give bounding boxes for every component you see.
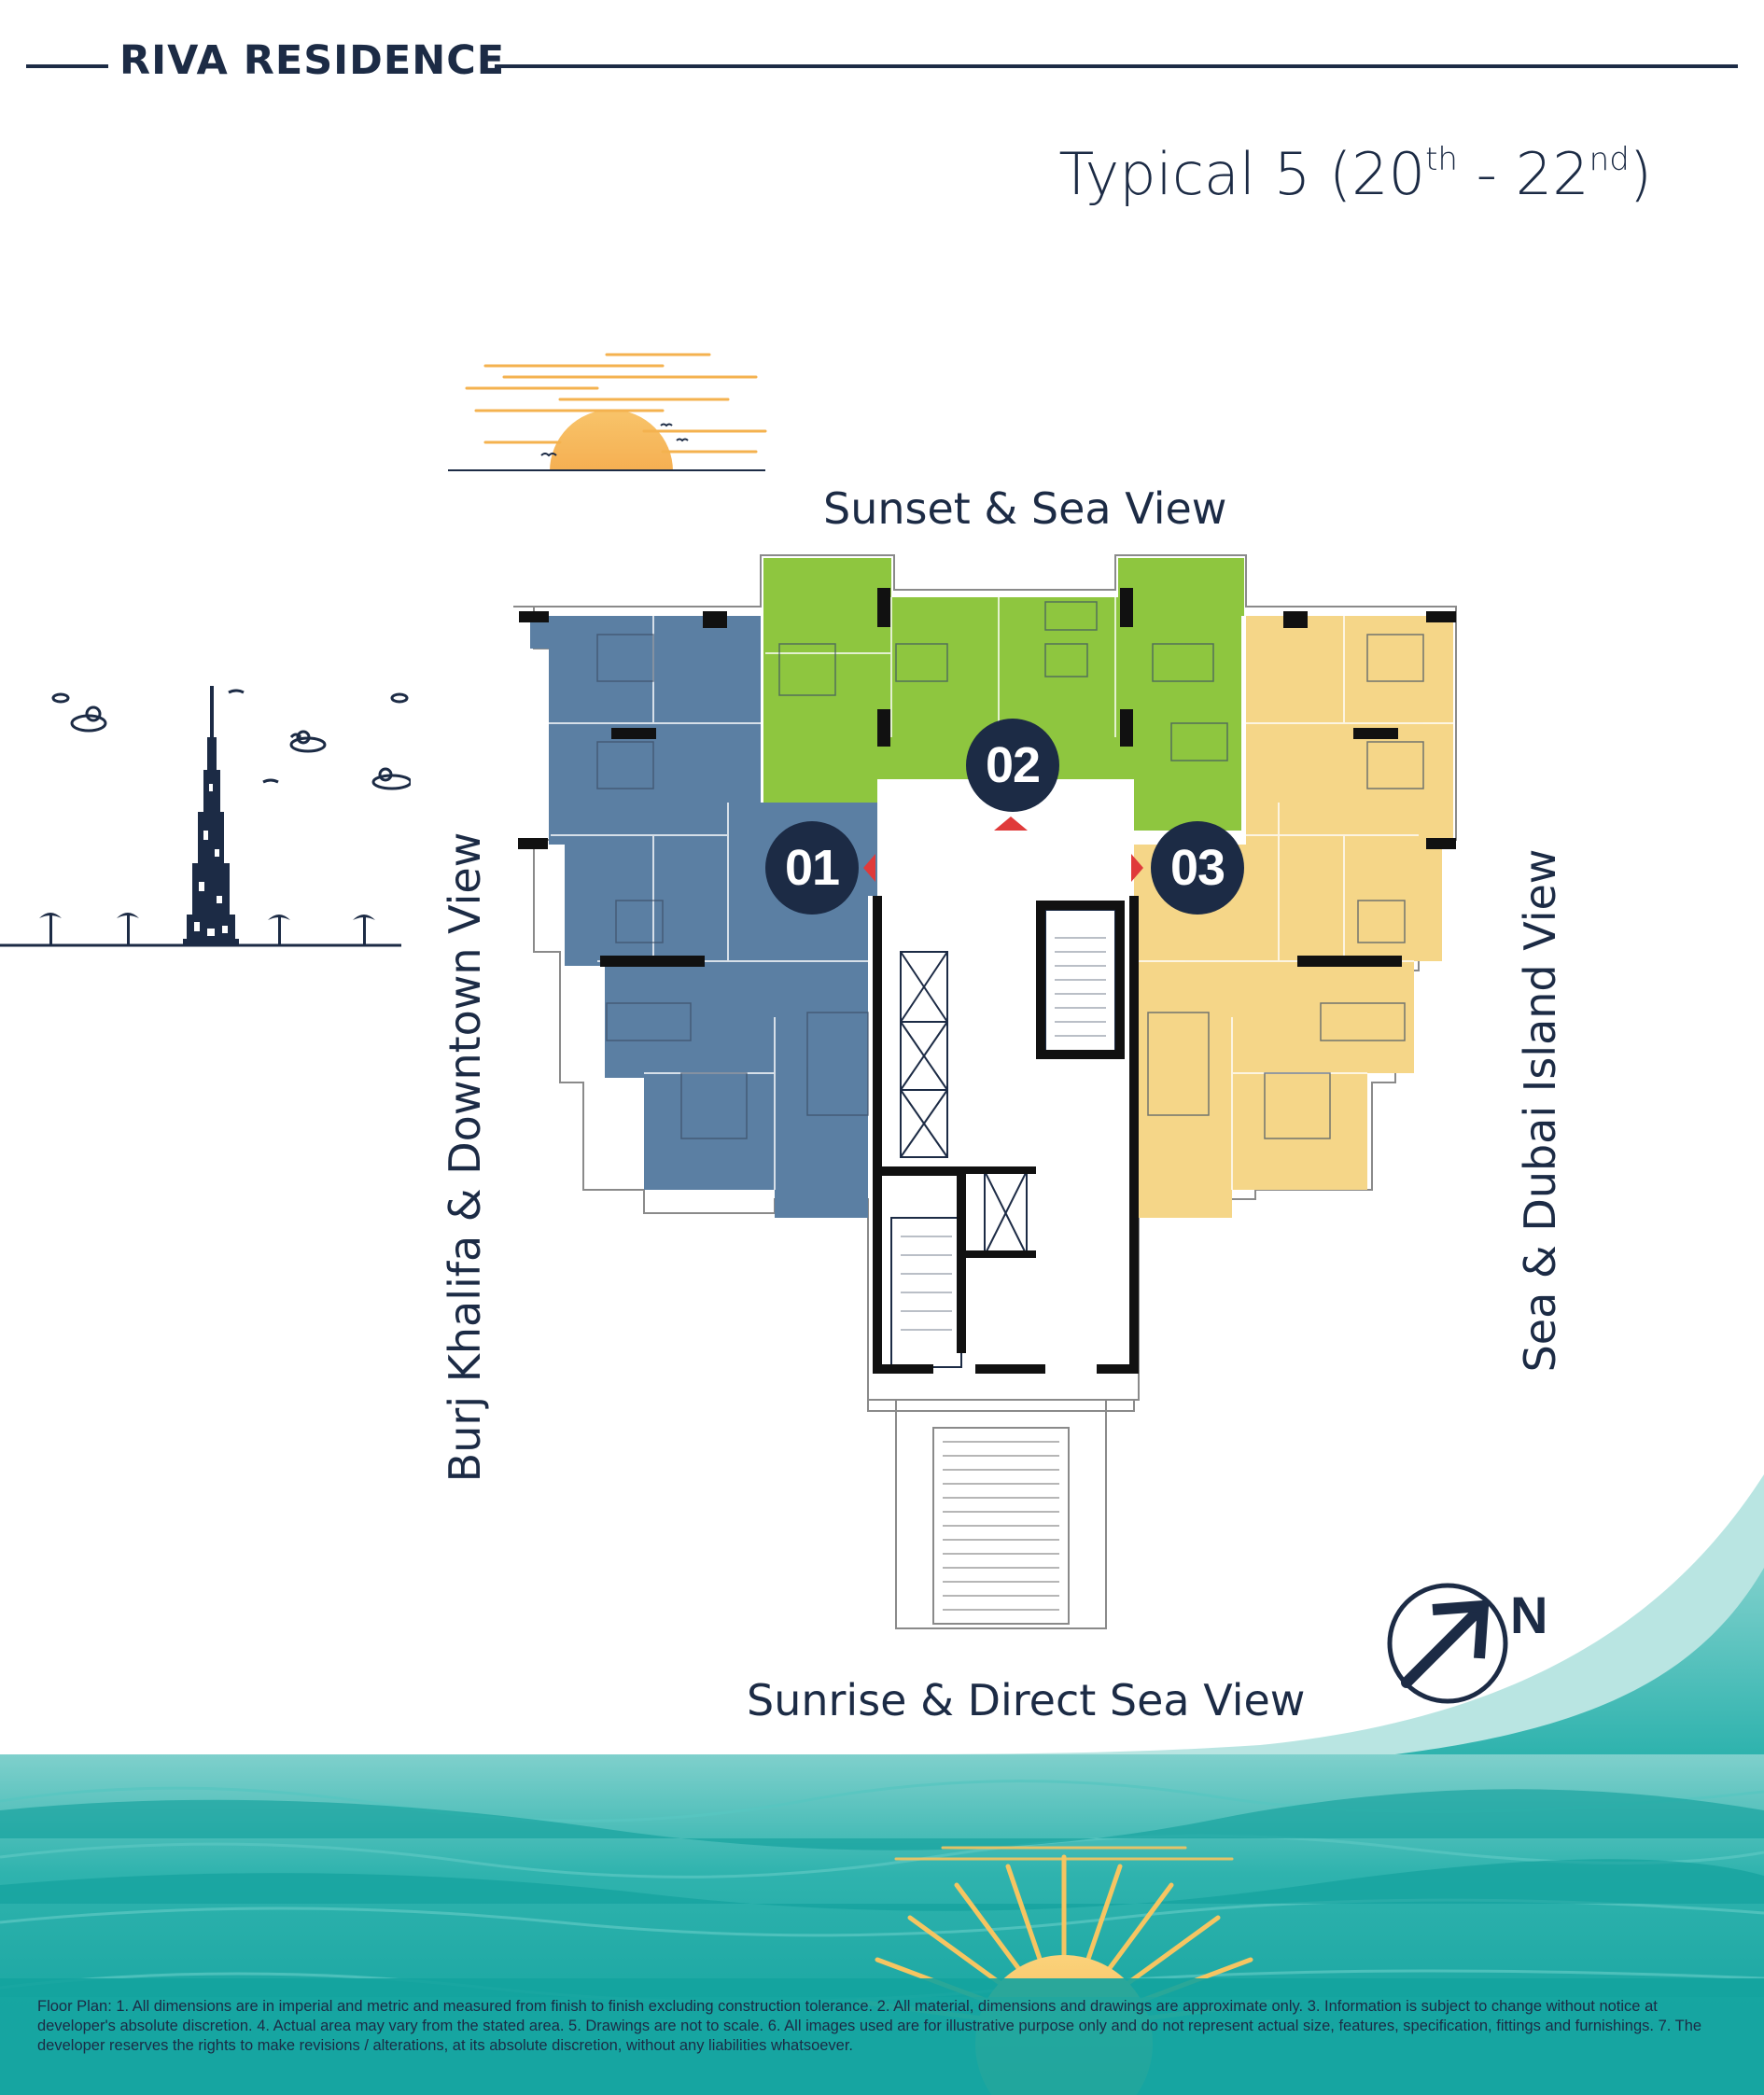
brand-logo: RIVA RESIDENCE — [119, 37, 506, 84]
view-label-right: Sea & Dubai Island View — [1515, 848, 1565, 1373]
compass-north-label: N — [1510, 1585, 1548, 1644]
page-title: Typical 5 (20th - 22nd) — [1058, 140, 1652, 208]
unit-03-badge[interactable]: 03 — [1151, 821, 1244, 915]
header-rule-right — [495, 64, 1738, 68]
burj-khalifa-illustration — [0, 686, 411, 947]
unit-01-entry-marker — [863, 854, 875, 882]
header-rule-left — [26, 64, 108, 68]
view-label-bottom: Sunrise & Direct Sea View — [747, 1675, 1306, 1725]
unit-02-badge[interactable]: 02 — [966, 719, 1059, 812]
unit-03-entry-marker — [1131, 854, 1143, 882]
floor-plan — [513, 554, 1457, 1629]
north-compass-icon — [1387, 1583, 1508, 1704]
sea-illustration — [0, 1474, 1764, 2095]
unit-01-badge[interactable]: 01 — [765, 821, 859, 915]
view-label-left: Burj Khalifa & Downtown View — [440, 831, 490, 1483]
unit-02-entry-marker — [994, 817, 1028, 831]
unit-03-area — [1129, 616, 1453, 1218]
sunset-illustration — [448, 353, 775, 476]
view-label-top: Sunset & Sea View — [823, 483, 1227, 534]
disclaimer-text: Floor Plan: 1. All dimensions are in imp… — [37, 1998, 1702, 2054]
unit-01-area — [530, 616, 877, 1218]
